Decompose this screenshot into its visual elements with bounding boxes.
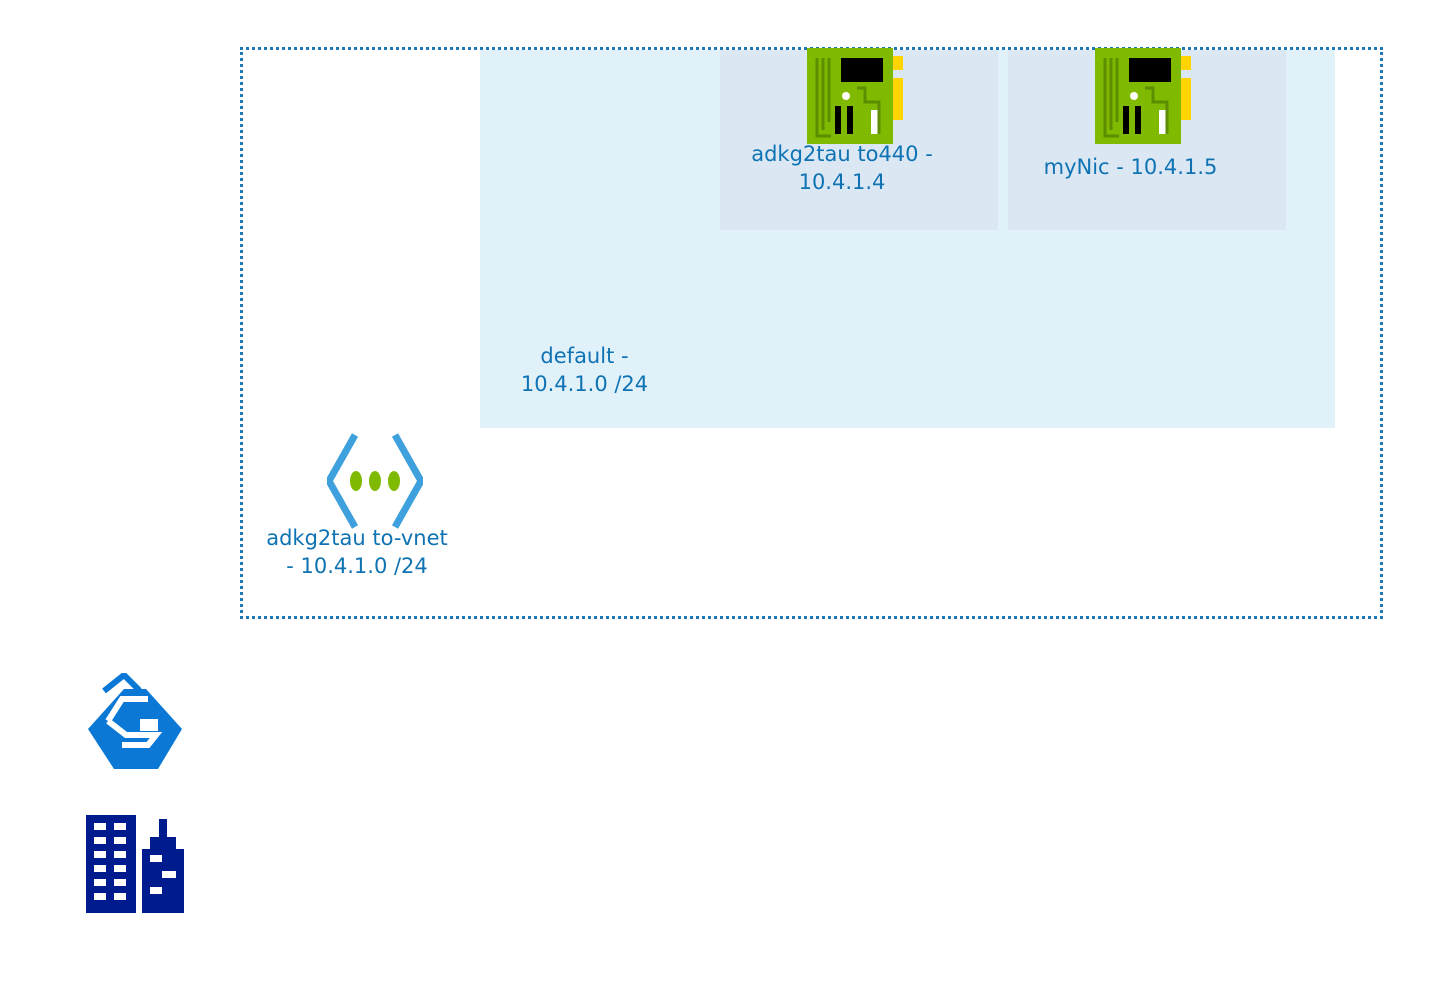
network-interface-icon xyxy=(807,48,903,144)
vnet-label-line1: adkg2tau to-vnet xyxy=(266,526,448,550)
location-icon xyxy=(86,670,184,769)
virtual-network-icon xyxy=(325,433,425,529)
nic-label-adkg2tau-to440: adkg2tau to440 - 10.4.1.4 xyxy=(737,140,947,196)
nic-label-line1: myNic - 10.4.1.5 xyxy=(1043,155,1218,179)
nic-label-mynic: myNic - 10.4.1.5 xyxy=(1028,153,1233,181)
vnet-label-line2: - 10.4.1.0 /24 xyxy=(286,554,428,578)
vnet-label: adkg2tau to-vnet - 10.4.1.0 /24 xyxy=(252,524,462,580)
subnet-label-line2: 10.4.1.0 /24 xyxy=(520,372,649,396)
nic-label-line1: adkg2tau to440 - xyxy=(751,142,933,166)
subnet-label: default - 10.4.1.0 /24 xyxy=(497,342,672,398)
nic-label-line2: 10.4.1.4 xyxy=(798,170,886,194)
network-interface-icon xyxy=(1095,48,1191,144)
organization-icon xyxy=(86,815,184,913)
subnet-label-line1: default - xyxy=(540,344,629,368)
